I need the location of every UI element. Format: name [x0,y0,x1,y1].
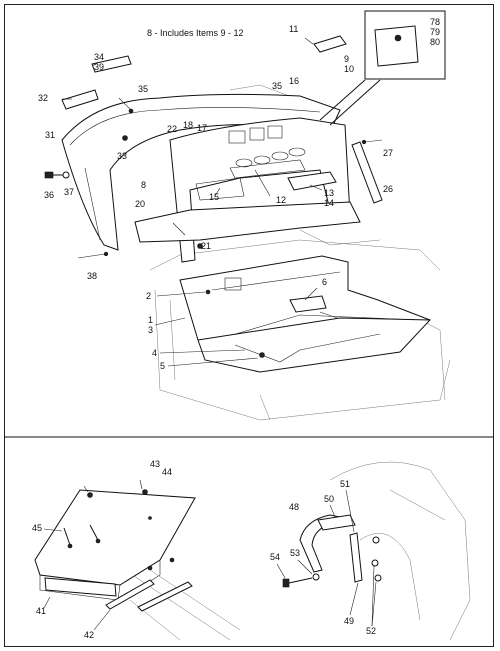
callout-8: 8 [141,180,146,190]
callout-13: 13 [324,188,334,198]
callout-54: 54 [270,552,280,562]
cup-holder [253,155,271,165]
callout-9: 9 [344,54,349,64]
nut-53 [312,573,320,581]
callout-35a: 35 [138,84,148,94]
callout-32: 32 [38,93,48,103]
plate-6 [289,295,327,313]
callout-48: 48 [289,502,299,512]
bolt-45 [63,527,73,549]
cup-9 [313,35,347,53]
tray-13 [287,171,337,191]
support-rod-42b [137,581,193,612]
inset-label-80: 80 [430,37,440,47]
pin-49 [349,532,363,583]
callout-14: 14 [324,198,334,208]
rivet-38 [77,251,109,259]
assembly-title: 8 - Includes Items 9 - 12 [147,28,244,38]
callout-labels-top: 34 39 32 35 35 16 11 9 10 31 18 22 17 33… [38,24,393,371]
gauge-opening [249,127,265,141]
side-strip-26 [351,141,383,204]
callout-26: 26 [383,184,393,194]
callout-27: 27 [383,148,393,158]
inset-label-79: 79 [430,27,440,37]
callout-35b: 35 [272,81,282,91]
gauge-opening [228,130,246,144]
callout-50: 50 [324,494,334,504]
callout-11: 11 [289,24,298,34]
callout-45: 45 [32,523,42,533]
callout-43: 43 [150,459,160,469]
callout-51: 51 [340,479,350,489]
leader-lines-top [62,63,323,367]
callout-3: 3 [148,325,153,335]
bolt-54 [282,577,313,588]
floor-mat-4 [197,317,432,373]
callout-12: 12 [276,195,286,205]
bolt-45b [89,524,101,544]
callout-1: 1 [148,315,153,325]
dash-panel-8 [169,117,351,263]
top-assembly: 8 - Includes Items 9 - 12 [44,10,451,421]
cup-holder [271,151,289,161]
callout-44: 44 [162,467,172,477]
callout-5: 5 [160,361,165,371]
callout-2: 2 [146,291,151,301]
gauge-opening [267,125,283,139]
callout-38: 38 [87,271,97,281]
callout-53: 53 [290,548,300,558]
inset-label-78: 78 [430,17,440,27]
screw-35 [118,97,134,114]
callout-21: 21 [201,241,211,251]
callout-18: 18 [183,120,193,130]
callout-34: 34 [94,52,104,62]
panel-15 [195,177,245,201]
bottom-left-detail: 43 44 45 41 42 [32,459,241,641]
callout-22: 22 [167,124,177,134]
callout-4: 4 [152,348,157,358]
callout-16: 16 [289,76,299,86]
callout-33: 33 [117,151,127,161]
glove-box-inset: 78 79 80 [319,10,446,126]
bottom-right-detail: 51 50 48 53 54 49 52 [270,461,471,641]
nut-37 [62,171,70,179]
callout-42: 42 [84,630,94,640]
bolt-36 [44,171,63,179]
page-border [4,4,494,647]
callout-41: 41 [36,606,46,616]
lever-50 [317,514,356,531]
trim-strip-34 [91,55,132,73]
trim-strip-32 [61,89,99,110]
callout-39: 39 [94,62,104,72]
callout-20: 20 [135,199,145,209]
screw-27 [361,139,383,145]
callout-17: 17 [197,123,207,133]
callout-49: 49 [344,616,354,626]
callout-6: 6 [322,277,327,287]
support-rod-42a [105,579,155,610]
screw-33 [122,135,128,141]
callout-15: 15 [209,192,219,202]
storage-box-41 [34,489,196,586]
cup-holder [235,158,253,168]
chassis-ghost-lines [149,84,451,421]
callout-10: 10 [344,64,354,74]
cup-holder [288,147,306,157]
callout-37: 37 [64,187,74,197]
washer-52 [374,574,382,582]
callout-31: 31 [45,130,55,140]
washer-52 [371,559,379,567]
callout-52: 52 [366,626,376,636]
insulation-pad-20 [134,201,361,243]
callout-36: 36 [44,190,54,200]
